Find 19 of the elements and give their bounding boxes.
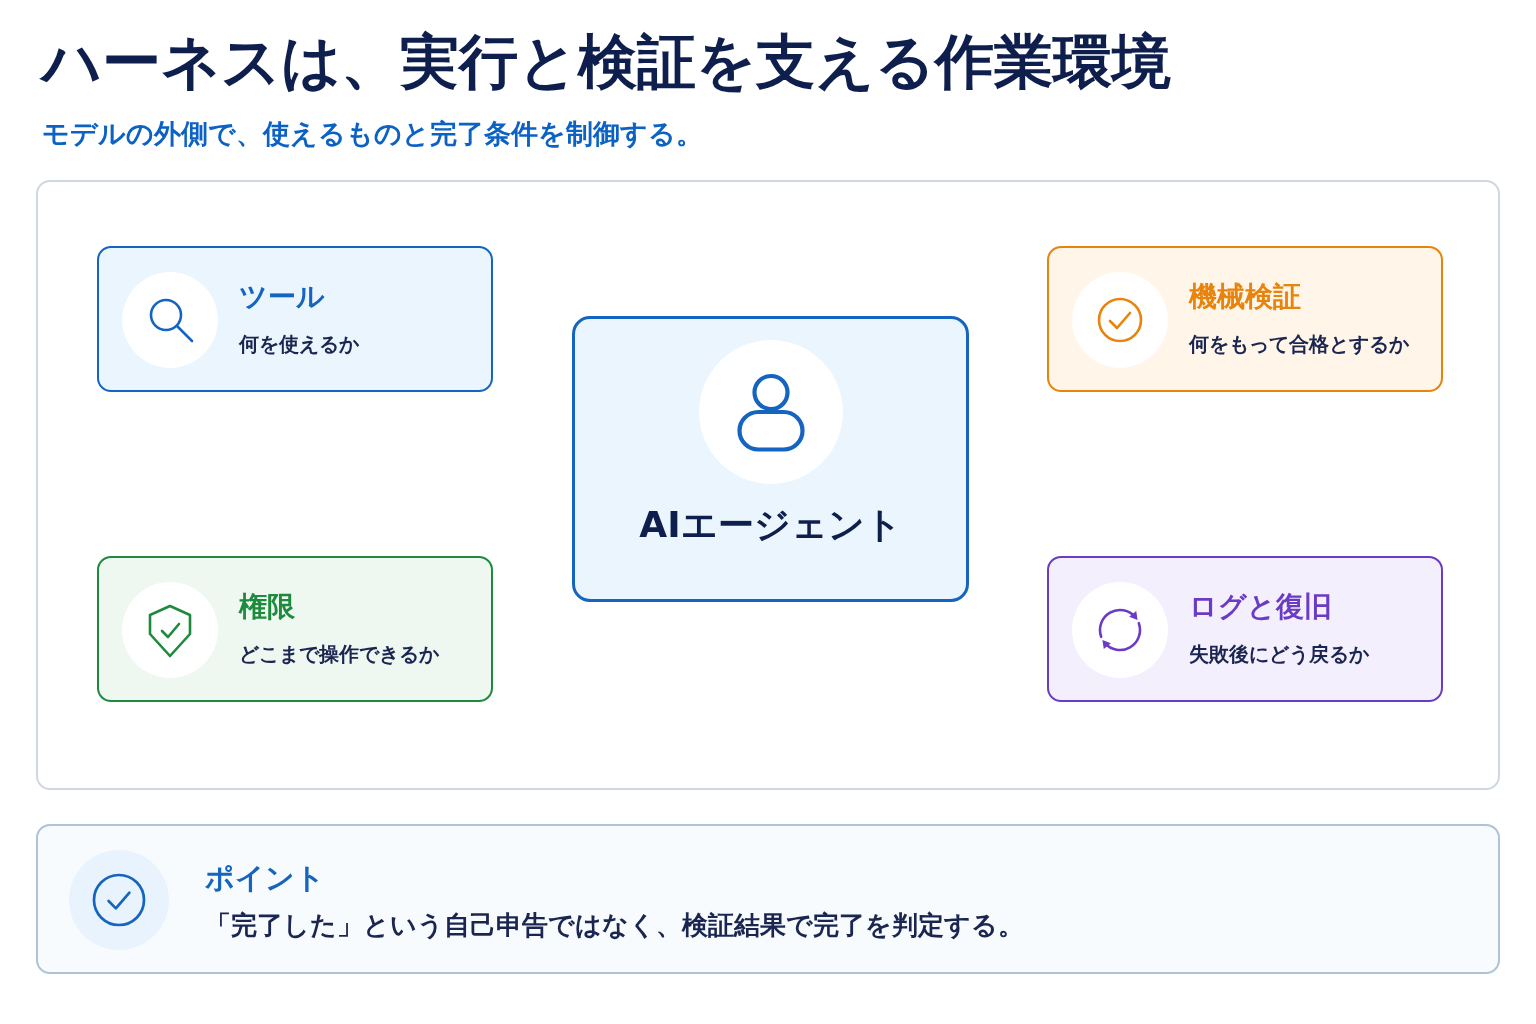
- card-heading: ログと復旧: [1189, 589, 1332, 624]
- note-heading: ポイント: [205, 860, 325, 896]
- agent-card: [572, 316, 969, 602]
- card-title: AIエージェント: [639, 503, 902, 547]
- category-card: [1047, 556, 1443, 702]
- card-description: 何をもって合格とするか: [1189, 332, 1409, 357]
- note-text: 「完了した」という自己申告ではなく、検証結果で完了を判定する。: [205, 909, 1024, 942]
- card-description: 失敗後にどう戻るか: [1189, 642, 1369, 667]
- card-description: 何を使えるか: [239, 332, 359, 357]
- subtitle: モデルの外側で、使えるものと完了条件を制御する。: [42, 117, 703, 151]
- category-card: [97, 246, 493, 392]
- card-heading: ツール: [239, 279, 325, 314]
- card-description: どこまで操作できるか: [239, 642, 439, 667]
- note-box: [36, 824, 1500, 974]
- category-card: [1047, 246, 1443, 392]
- diagram-panel: [36, 180, 1500, 790]
- card-heading: 権限: [239, 589, 295, 624]
- card-heading: 機械検証: [1189, 279, 1301, 314]
- category-card: [97, 556, 493, 702]
